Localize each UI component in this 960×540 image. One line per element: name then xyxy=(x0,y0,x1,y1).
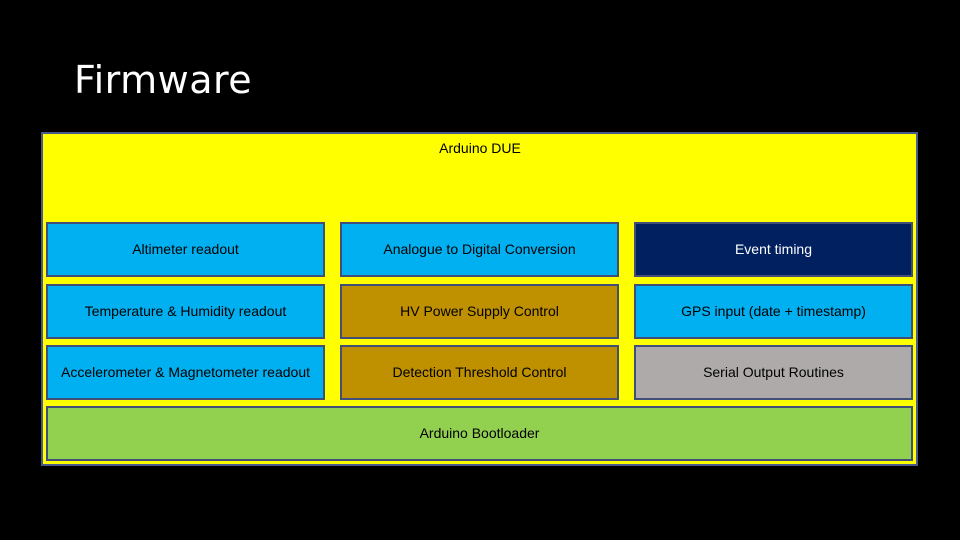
detection-threshold-label: Detection Threshold Control xyxy=(392,363,567,380)
slide-title: Firmware xyxy=(74,58,253,102)
temperature-humidity-block: Temperature & Humidity readout xyxy=(46,284,325,339)
temperature-humidity-label: Temperature & Humidity readout xyxy=(84,302,287,319)
arduino-due-label: Arduino DUE xyxy=(439,140,521,156)
adc-block: Analogue to Digital Conversion xyxy=(340,222,619,277)
adc-label: Analogue to Digital Conversion xyxy=(383,240,576,257)
accelerometer-magnetometer-label: Accelerometer & Magnetometer readout xyxy=(60,363,310,380)
gps-input-label: GPS input (date + timestamp) xyxy=(681,302,866,319)
detection-threshold-block: Detection Threshold Control xyxy=(340,345,619,400)
accelerometer-magnetometer-block: Accelerometer & Magnetometer readout xyxy=(46,345,325,400)
event-timing-block: Event timing xyxy=(634,222,913,277)
arduino-bootloader-block: Arduino Bootloader xyxy=(46,406,913,461)
altimeter-readout-block: Altimeter readout xyxy=(46,222,325,277)
hv-power-supply-block: HV Power Supply Control xyxy=(340,284,619,339)
gps-input-block: GPS input (date + timestamp) xyxy=(634,284,913,339)
arduino-bootloader-label: Arduino Bootloader xyxy=(419,424,540,441)
hv-power-supply-label: HV Power Supply Control xyxy=(400,302,559,319)
serial-output-label: Serial Output Routines xyxy=(703,363,844,380)
serial-output-block: Serial Output Routines xyxy=(634,345,913,400)
altimeter-readout-label: Altimeter readout xyxy=(132,240,239,257)
event-timing-label: Event timing xyxy=(734,240,813,257)
